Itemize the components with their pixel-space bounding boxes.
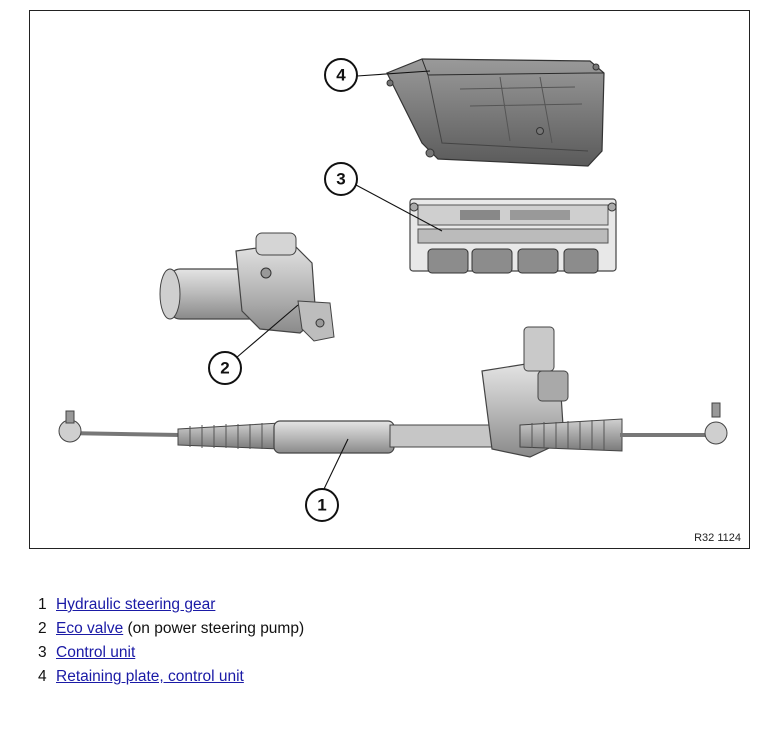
retaining-plate-drawing [386, 58, 605, 167]
callout-4: 4 [324, 58, 358, 92]
link-retaining-plate-control-unit[interactable]: Retaining plate, control unit [56, 668, 244, 685]
legend-number: 4 [38, 668, 47, 685]
callout-3: 3 [324, 162, 358, 196]
legend-item: 3 Control unit [38, 641, 304, 665]
callout-1: 1 [305, 488, 339, 522]
eco-valve-drawing [159, 232, 335, 342]
legend-item: 4 Retaining plate, control unit [38, 665, 304, 689]
legend-item: 1 Hydraulic steering gear [38, 593, 304, 617]
svg-text:1: 1 [317, 496, 326, 515]
diagram-illustration: 4 3 2 1 [58, 58, 728, 522]
parts-diagram: 4 3 2 1 R32 1124 [29, 10, 750, 549]
svg-text:4: 4 [336, 66, 346, 85]
link-hydraulic-steering-gear[interactable]: Hydraulic steering gear [56, 596, 216, 613]
legend-item: 2 Eco valve (on power steering pump) [38, 617, 304, 641]
legend-number: 1 [38, 596, 47, 613]
svg-text:2: 2 [220, 359, 229, 378]
link-eco-valve[interactable]: Eco valve [56, 620, 124, 637]
callout-2: 2 [208, 351, 242, 385]
figure-reference-code: R32 1124 [694, 532, 741, 544]
link-control-unit[interactable]: Control unit [56, 644, 136, 661]
parts-legend: 1 Hydraulic steering gear 2 Eco valve (on … [38, 593, 304, 689]
legend-number: 2 [38, 620, 47, 637]
svg-text:3: 3 [336, 170, 345, 189]
legend-suffix: (on power steering pump) [123, 620, 305, 637]
legend-number: 3 [38, 644, 47, 661]
control-unit-drawing [409, 198, 617, 274]
steering-gear-drawing [58, 326, 728, 458]
